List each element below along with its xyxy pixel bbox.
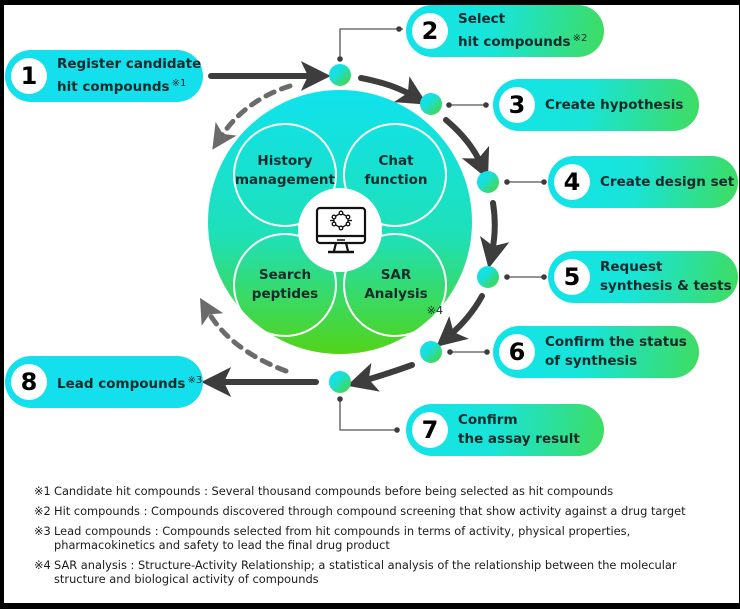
step-8-lead-compounds: 8 Lead compounds※3 (5, 356, 203, 408)
step-number-badge: 4 (554, 164, 590, 200)
dashed-loop-arrow-upper (212, 83, 293, 150)
feature-chat-function: Chat function (364, 153, 428, 188)
footnote-ref-1: ※1 (171, 78, 187, 89)
node-dot-3 (420, 93, 442, 115)
feature-circle-history (233, 123, 337, 227)
step-4-create-design-set: 4 Create design set (548, 156, 738, 208)
feature-circle-chat (343, 123, 447, 227)
step-number-badge: 8 (11, 364, 47, 400)
step-2-select-hit: 2 Select hit compounds※2 (406, 5, 604, 57)
feature-history-management: History management (234, 153, 335, 188)
feature-circle-sar (343, 233, 447, 337)
step-number-badge: 3 (499, 87, 535, 123)
feature-circle-search (233, 233, 337, 337)
node-dot-2 (329, 64, 351, 86)
arrow-4-to-5 (480, 200, 510, 269)
node-dot-4 (477, 171, 499, 193)
step-3-create-hypothesis: 3 Create hypothesis (493, 79, 699, 131)
step-number-badge: 5 (554, 259, 590, 295)
step-number-badge: 2 (412, 13, 448, 49)
dashed-loop-arrow-lower (200, 297, 289, 374)
feature-sar-analysis: SAR Analysis ※4 (341, 266, 451, 318)
step-number-badge: 6 (499, 334, 535, 370)
footnote-ref-2: ※2 (572, 33, 588, 44)
step-5-request-synthesis: 5 Request synthesis & tests (548, 251, 738, 303)
node-dot-5 (477, 266, 499, 288)
footnote-2: ※2 Hit compounds : Compounds discovered … (34, 504, 686, 518)
arrow-2-to-3 (358, 75, 428, 105)
step-6-confirm-synthesis: 6 Confirm the status of synthesis (493, 326, 699, 378)
computer-monitor-molecule-icon (315, 206, 367, 254)
arrow-5-to-6 (436, 293, 485, 347)
footnotes: ※1 Candidate hit compounds : Several tho… (34, 484, 724, 592)
node-dot-6 (420, 341, 442, 363)
arrow-3-to-4 (443, 117, 490, 180)
footnote-ref-4: ※4 (426, 304, 443, 317)
step-7-confirm-assay: 7 Confirm the assay result (406, 404, 604, 456)
step-number-badge: 7 (412, 412, 448, 448)
arrow-6-to-7 (346, 362, 415, 392)
feature-search-peptides: Search peptides (251, 267, 319, 302)
node-dot-7 (329, 371, 351, 393)
footnote-4: ※4 SAR analysis : Structure-Activity Rel… (34, 558, 677, 586)
step-number-badge: 1 (11, 58, 47, 94)
footnote-ref-3: ※3 (187, 374, 203, 386)
footnote-1: ※1 Candidate hit compounds : Several tho… (34, 484, 614, 498)
step-1-register-candidate: 1 Register candidate hit compounds※1 (5, 50, 203, 102)
footnote-3: ※3 Lead compounds : Compounds selected f… (34, 524, 631, 552)
